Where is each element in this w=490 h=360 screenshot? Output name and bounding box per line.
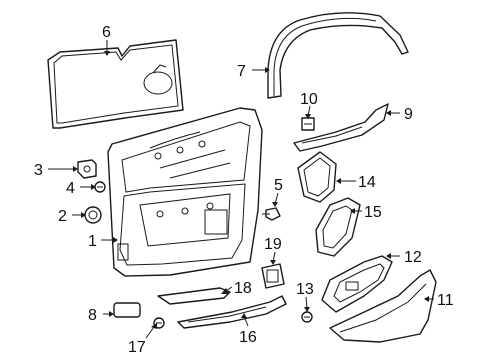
- part-3-bracket: [77, 159, 97, 179]
- callout-3: 3: [34, 162, 43, 179]
- callout-6: 6: [102, 24, 111, 41]
- callout-5: 5: [274, 177, 283, 194]
- part-12-switch-panel: [321, 255, 393, 313]
- callout-7: 7: [237, 63, 246, 80]
- part-18-armrest-cover: [157, 287, 231, 305]
- callout-15: 15: [364, 204, 382, 221]
- callout-16: 16: [239, 329, 257, 346]
- part-13-screw: [301, 311, 313, 323]
- callout-10: 10: [300, 91, 318, 108]
- callout-12: 12: [404, 249, 422, 266]
- part-9-upper-trim: [293, 103, 389, 152]
- callout-17: 17: [128, 339, 146, 356]
- part-1-door-panel: [107, 107, 263, 277]
- part-11-armrest: [329, 269, 437, 343]
- part-4-screw: [94, 181, 106, 193]
- part-2-grommet: [84, 206, 102, 224]
- callout-4: 4: [66, 180, 75, 197]
- callout-9: 9: [404, 106, 413, 123]
- callout-19: 19: [264, 236, 282, 253]
- part-6-insulation-pad: [47, 39, 184, 129]
- leader-lines: [48, 40, 434, 339]
- part-14-grille-trim: [297, 151, 337, 203]
- part-8-lamp: [113, 302, 141, 318]
- callout-1: 1: [88, 233, 97, 250]
- part-7-frame-trim: [267, 12, 409, 99]
- callout-18: 18: [234, 280, 252, 297]
- callout-13: 13: [296, 281, 314, 298]
- callout-11: 11: [437, 292, 454, 309]
- callout-2: 2: [58, 208, 67, 225]
- callout-labels: 6 7 10 9 3 4 2 5 1 14 15 19 12 18 8 13 1…: [34, 24, 454, 356]
- part-15-pocket-bezel: [315, 197, 361, 257]
- callout-14: 14: [358, 174, 376, 191]
- callout-8: 8: [88, 307, 97, 324]
- part-10-clip: [301, 117, 315, 131]
- part-16-sill-trim: [177, 295, 287, 329]
- part-5-bolt: [262, 207, 281, 221]
- part-19-switch: [261, 263, 285, 289]
